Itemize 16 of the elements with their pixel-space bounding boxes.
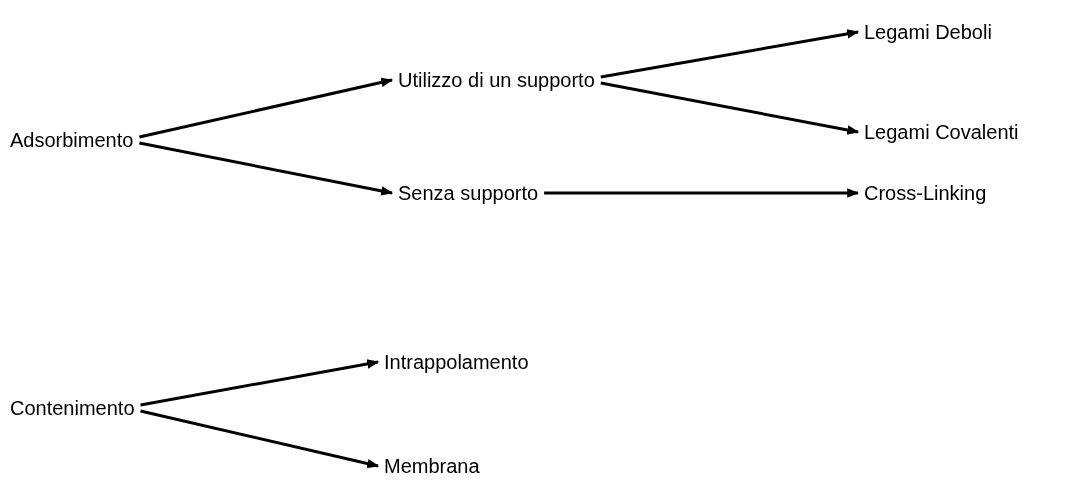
node-label: Intrappolamento [378, 348, 535, 376]
arrow [600, 29, 860, 79]
node-label: Cross-Linking [858, 179, 993, 207]
node-label: Utilizzo di un supporto [392, 66, 601, 94]
arrow [600, 81, 860, 135]
node-label: Membrana [378, 452, 486, 480]
arrow [139, 141, 394, 196]
node-label: Legami Deboli [858, 18, 998, 46]
arrow [140, 359, 380, 407]
node-label: Senza supporto [392, 179, 545, 207]
arrow [544, 188, 860, 198]
arrow [140, 409, 380, 469]
node-label: Adsorbimento [4, 126, 140, 154]
node-label: Legami Covalenti [858, 118, 1025, 146]
node-label: Contenimento [4, 394, 141, 422]
arrow [139, 77, 394, 139]
